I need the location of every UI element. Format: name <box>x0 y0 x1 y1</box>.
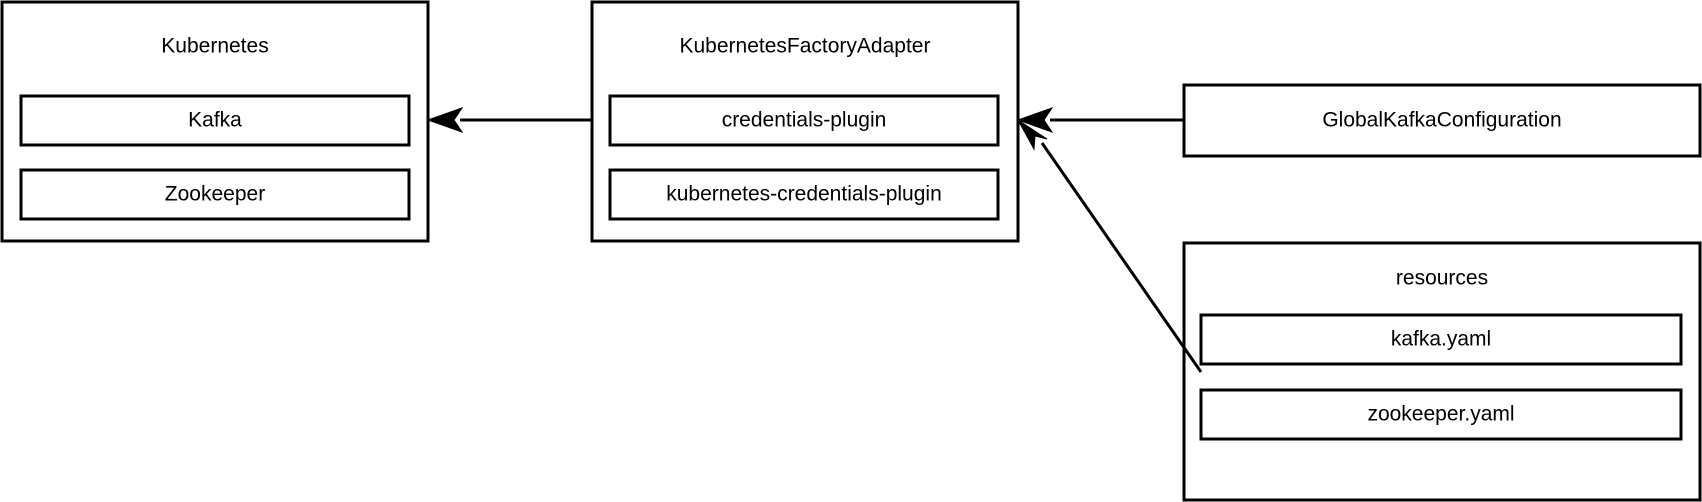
node-kafka-box[interactable] <box>19 94 411 147</box>
node-kafka-yaml-label: kafka.yaml <box>1391 328 1491 351</box>
group-kubernetes-title: Kubernetes <box>161 35 268 58</box>
node-zookeeper-yaml[interactable]: zookeeper.yaml <box>1199 388 1683 441</box>
node-credentials-plugin-label: credentials-plugin <box>722 109 887 132</box>
node-global-kafka-configuration[interactable]: GlobalKafkaConfiguration <box>1182 83 1702 158</box>
edge-adapter-to-kubernetes-arrowhead <box>426 107 464 133</box>
group-kubernetes-factory-adapter-title: KubernetesFactoryAdapter <box>680 35 931 58</box>
edge-globalconfig-to-adapter-arrowhead <box>1016 107 1054 133</box>
group-resources-title: resources <box>1396 267 1488 290</box>
node-zookeeper-box[interactable] <box>19 168 411 221</box>
group-resources-box[interactable] <box>1182 241 1702 502</box>
node-kubernetes-credentials-plugin-label: kubernetes-credentials-plugin <box>666 183 942 206</box>
group-resources[interactable]: resources kafka.yaml zookeeper.yaml <box>1182 241 1702 502</box>
node-credentials-plugin[interactable]: credentials-plugin <box>608 94 1000 147</box>
node-zookeeper-label: Zookeeper <box>165 183 265 206</box>
node-kafka-label: Kafka <box>188 109 242 132</box>
edge-resources-to-adapter-arrowhead <box>1017 119 1048 151</box>
edge-globalconfig-to-adapter[interactable] <box>1016 107 1184 133</box>
node-kubernetes-credentials-plugin-box[interactable] <box>608 168 1000 221</box>
edge-resources-to-adapter[interactable] <box>1017 119 1203 373</box>
node-kafka-yaml-box[interactable] <box>1199 313 1683 366</box>
node-credentials-plugin-box[interactable] <box>608 94 1000 147</box>
group-kubernetes-factory-adapter[interactable]: KubernetesFactoryAdapter credentials-plu… <box>590 0 1020 243</box>
node-zookeeper-yaml-box[interactable] <box>1199 388 1683 441</box>
node-kubernetes-credentials-plugin[interactable]: kubernetes-credentials-plugin <box>608 168 1000 221</box>
group-kubernetes[interactable]: Kubernetes Kafka Zookeeper <box>0 0 430 243</box>
node-kafka[interactable]: Kafka <box>19 94 411 147</box>
node-global-kafka-configuration-label: GlobalKafkaConfiguration <box>1322 109 1561 132</box>
edge-adapter-to-kubernetes[interactable] <box>426 107 592 133</box>
node-global-kafka-configuration-box[interactable] <box>1182 83 1702 158</box>
node-kafka-yaml[interactable]: kafka.yaml <box>1199 313 1683 366</box>
node-zookeeper[interactable]: Zookeeper <box>19 168 411 221</box>
node-zookeeper-yaml-label: zookeeper.yaml <box>1367 403 1514 426</box>
edge-resources-to-adapter-line <box>1040 142 1203 373</box>
